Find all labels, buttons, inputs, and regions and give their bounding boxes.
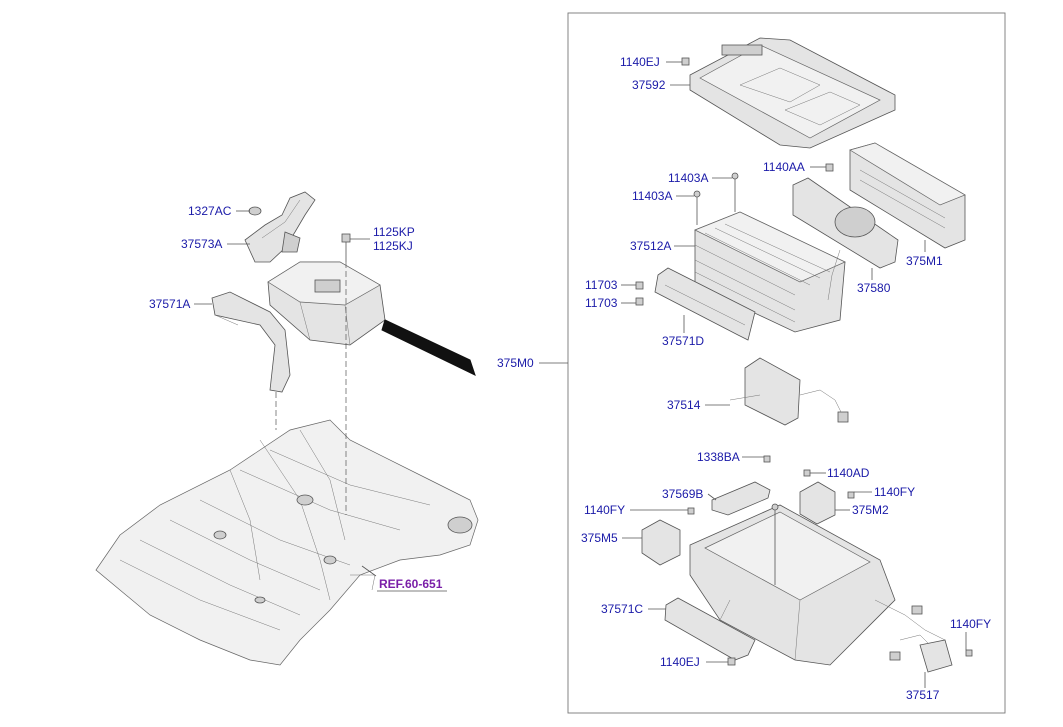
label-1140FY-right: 1140FY xyxy=(950,617,991,631)
label-1327AC: 1327AC xyxy=(188,204,232,218)
plate-37571D-illustration xyxy=(654,267,756,341)
label-37571C: 37571C xyxy=(601,602,643,616)
bolt-11703-illustration xyxy=(635,281,644,306)
label-37517: 37517 xyxy=(906,688,940,702)
label-1140AD: 1140AD xyxy=(827,466,870,480)
bolt-1125KP-illustration xyxy=(341,233,351,262)
label-1140FY-top: 1140FY xyxy=(874,485,915,499)
label-11703-1: 11703 xyxy=(585,278,618,292)
cover-37592-illustration xyxy=(689,37,896,149)
label-1338BA: 1338BA xyxy=(697,450,740,464)
component-375M2-illustration xyxy=(799,469,855,525)
battery-tray-illustration xyxy=(689,503,896,666)
duct-37573A-illustration xyxy=(244,191,316,263)
label-375M5: 375M5 xyxy=(581,531,618,545)
label-375M2: 375M2 xyxy=(852,503,889,517)
label-37580: 37580 xyxy=(857,281,891,295)
clip-1327AC-illustration xyxy=(248,206,262,216)
label-1140AA: 1140AA xyxy=(763,160,805,174)
bms-375M1-illustration xyxy=(849,142,966,249)
label-37569B: 37569B xyxy=(662,487,703,501)
label-37514: 37514 xyxy=(667,398,701,412)
bracket-37571A-illustration xyxy=(211,291,291,393)
junction-box-illustration xyxy=(267,261,386,346)
label-1140EJ-top: 1140EJ xyxy=(620,55,660,69)
bracket-37569B-illustration xyxy=(711,455,771,516)
floor-panel-illustration xyxy=(95,419,479,666)
harness-37517-illustration xyxy=(874,599,973,673)
label-1140FY-left: 1140FY xyxy=(584,503,625,517)
label-1125KP: 1125KP xyxy=(373,225,415,239)
screw-1140AA-illustration xyxy=(825,163,834,172)
screw-1140EJ-illustration xyxy=(681,57,690,66)
label-11703-2: 11703 xyxy=(585,296,618,310)
label-1125KJ: 1125KJ xyxy=(373,239,413,253)
sensor-37514-illustration xyxy=(729,357,849,426)
label-1140EJ-bottom: 1140EJ xyxy=(660,655,700,669)
bolt-11403A-illustration xyxy=(693,172,739,225)
black-cable-illustration xyxy=(381,319,476,376)
fan-37580-illustration xyxy=(792,177,899,301)
label-375M1: 375M1 xyxy=(906,254,943,268)
leader-lines xyxy=(194,61,967,688)
label-37571D: 37571D xyxy=(662,334,704,348)
label-37571A: 37571A xyxy=(149,297,190,311)
reference-link-60-651[interactable]: REF.60-651 xyxy=(379,577,443,591)
label-37512A: 37512A xyxy=(630,239,671,253)
plate-37571C-illustration xyxy=(664,597,756,666)
component-375M5-illustration xyxy=(641,507,695,566)
label-11403A-1: 11403A xyxy=(668,171,708,185)
label-37573A: 37573A xyxy=(181,237,222,251)
label-375M0: 375M0 xyxy=(497,356,534,370)
label-11403A-2: 11403A xyxy=(632,189,672,203)
label-37592: 37592 xyxy=(632,78,666,92)
